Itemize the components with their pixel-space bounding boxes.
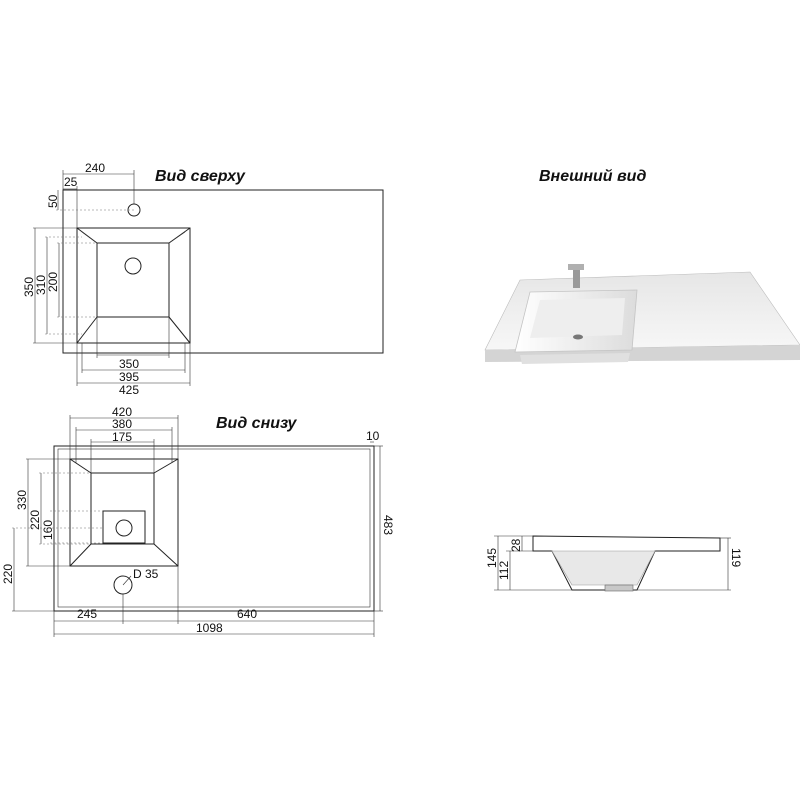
top-view-bevel-b <box>168 231 186 244</box>
bv-corner-tr <box>153 458 179 474</box>
dim-200: 200 <box>46 272 60 292</box>
top-view-basin-corner-br <box>168 316 191 344</box>
dim-diameter-35: D 35 <box>133 567 159 581</box>
dim-350-h: 350 <box>119 357 139 371</box>
bottom-view-basin-inner <box>90 472 155 545</box>
bottom-view-basin-outer <box>69 458 179 567</box>
bottom-view-drain-plate <box>102 510 146 544</box>
exterior-drain <box>573 334 583 340</box>
bottom-view-title: Вид снизу <box>216 415 298 432</box>
dim-1098: 1098 <box>196 621 223 635</box>
dim-145: 145 <box>485 548 499 568</box>
dim-28: 28 <box>509 538 523 552</box>
bottom-view-outer <box>53 445 375 612</box>
dim-112: 112 <box>497 561 511 580</box>
dim-175: 175 <box>112 430 132 444</box>
dim-50: 50 <box>46 194 60 208</box>
dim-160: 160 <box>41 520 55 540</box>
bv-corner-br <box>153 543 179 567</box>
side-view-bowl <box>551 550 656 586</box>
top-view-countertop-outline <box>62 189 384 354</box>
top-view-bevel-a <box>81 231 98 244</box>
bv-corner-tl <box>69 458 92 474</box>
top-view-basin-corner-bl <box>76 316 98 344</box>
exterior-basin-apron <box>520 353 630 364</box>
top-view-title: Вид сверху <box>155 168 246 185</box>
dim-380: 380 <box>112 417 132 431</box>
bv-diameter-leader <box>122 575 132 586</box>
top-view-drain <box>124 257 142 275</box>
exterior-basin-floor <box>530 298 625 338</box>
dim-119: 119 <box>729 548 743 567</box>
dim-640: 640 <box>237 607 257 621</box>
dim-220-inner: 220 <box>28 510 42 530</box>
dim-10: 10 <box>366 429 380 443</box>
dim-245: 245 <box>77 607 97 621</box>
dim-425: 425 <box>119 383 139 397</box>
top-view: Вид сверху 240 25 50 350 <box>22 161 384 397</box>
dim-483: 483 <box>381 515 395 535</box>
dim-25: 25 <box>64 175 78 189</box>
exterior-faucet <box>573 270 580 288</box>
bottom-view-drain <box>115 519 133 537</box>
top-view-basin-inner <box>96 242 170 318</box>
dim-310: 310 <box>34 275 48 295</box>
top-view-basin-outer <box>76 227 191 344</box>
dim-350-v: 350 <box>22 277 36 297</box>
dim-395: 395 <box>119 370 139 384</box>
side-view: 145 112 28 119 <box>485 535 743 592</box>
bottom-view: Вид снизу D 35 420 380 175 <box>1 405 395 637</box>
dim-240: 240 <box>85 161 105 175</box>
exterior-view-title: Внешний вид <box>539 168 646 185</box>
dim-330: 330 <box>15 490 29 510</box>
bv-corner-bl <box>69 543 92 567</box>
dim-420: 420 <box>112 405 132 419</box>
exterior-view: Внешний вид <box>484 168 800 364</box>
side-view-drain <box>604 584 634 592</box>
exterior-faucet-handle <box>568 264 584 270</box>
dim-220-outer: 220 <box>1 564 15 584</box>
